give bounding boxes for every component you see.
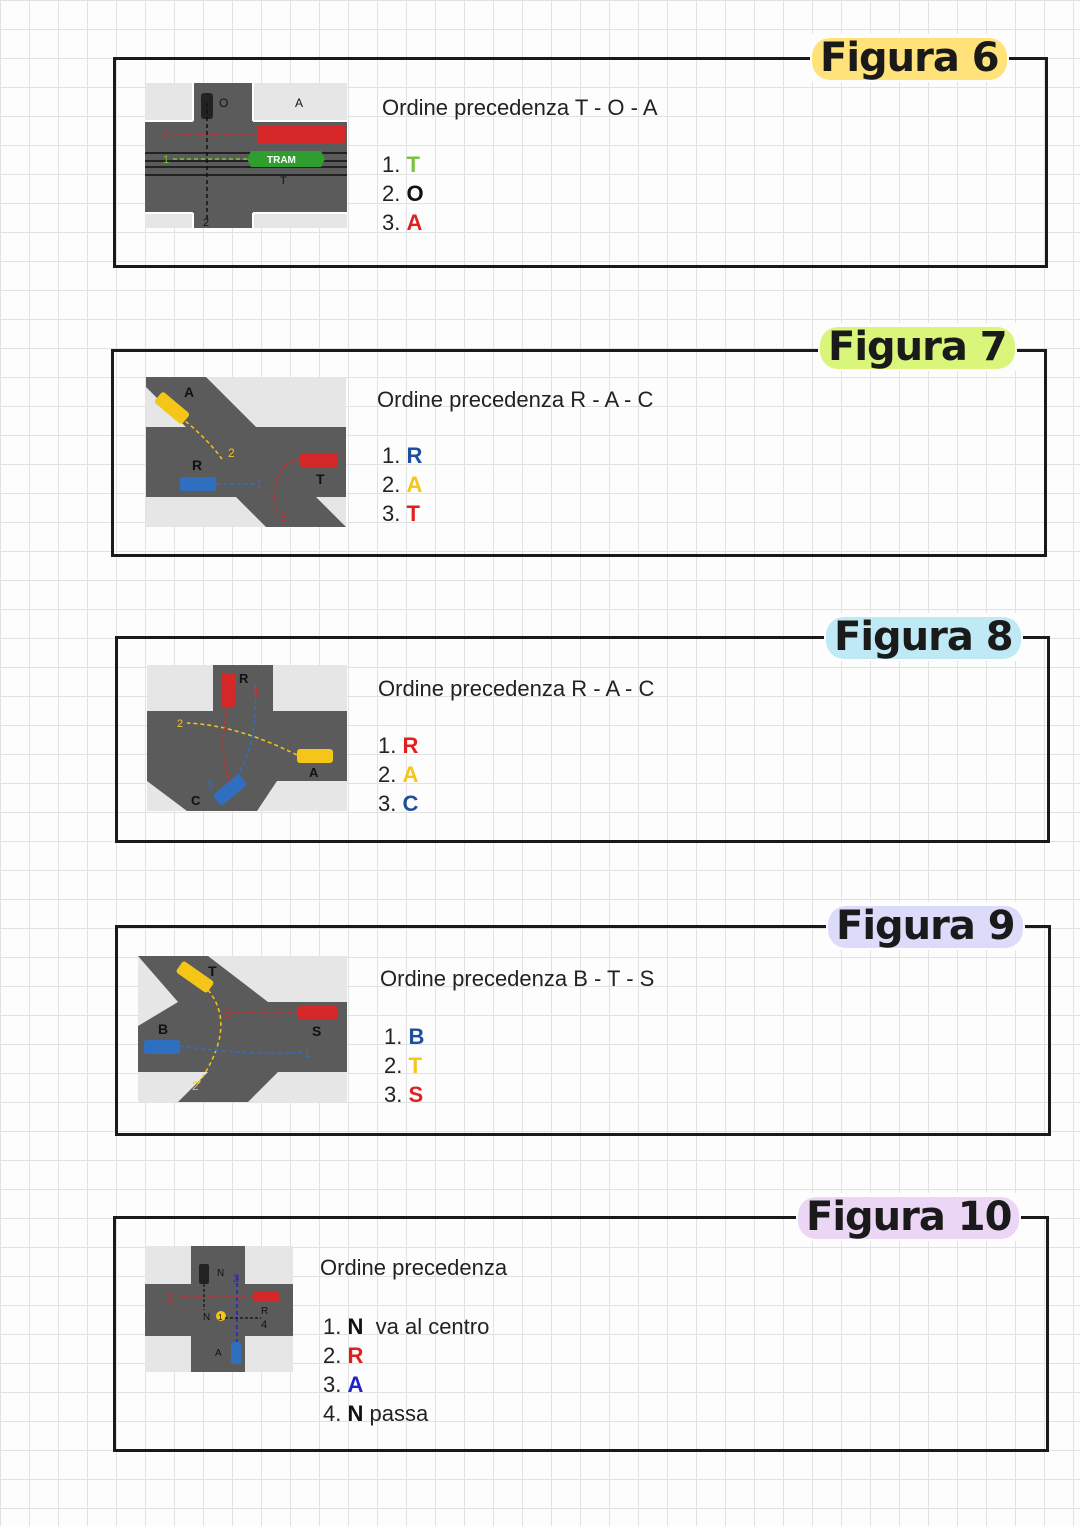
list-item: 2. A bbox=[378, 762, 419, 787]
figure-7-order: Ordine precedenza R - A - C bbox=[377, 387, 654, 412]
figure-7-box bbox=[111, 349, 1047, 557]
list-item: 3. C bbox=[378, 791, 419, 816]
list-item: 4. N passa bbox=[323, 1401, 429, 1426]
figure-6-title: Figura 6 bbox=[810, 34, 1009, 82]
diagram-label-tram: TRAM bbox=[267, 155, 296, 166]
diagram-label-r: R bbox=[261, 1306, 268, 1317]
list-item: 3. A bbox=[382, 210, 423, 235]
figure-6-highlight bbox=[812, 38, 1007, 80]
diagram-num-3: 3 bbox=[280, 510, 287, 524]
diagram-num-4: 4 bbox=[261, 1319, 267, 1331]
figure-10-box bbox=[113, 1216, 1049, 1452]
list-item: 1. R bbox=[382, 443, 423, 468]
figure-10-diagram: N N R A 1 2 3 4 bbox=[145, 1246, 293, 1372]
diagram-label-a: A bbox=[184, 384, 194, 400]
figure-9-order: Ordine precedenza B - T - S bbox=[380, 966, 655, 991]
diagram-num-2: 2 bbox=[228, 446, 235, 460]
diagram-label-r: R bbox=[192, 457, 202, 473]
list-item: 2. R bbox=[323, 1343, 364, 1368]
diagram-num-1: 1 bbox=[253, 686, 259, 698]
list-item: 1. B bbox=[384, 1024, 425, 1049]
diagram-label-r: R bbox=[239, 671, 249, 686]
diagram-num-2: 2 bbox=[167, 1292, 173, 1304]
list-item: 3. A bbox=[323, 1372, 364, 1397]
figure-6-box bbox=[113, 57, 1048, 268]
diagram-label-c: C bbox=[191, 793, 201, 808]
figure-10-highlight bbox=[798, 1197, 1020, 1239]
diagram-num-1: 1 bbox=[218, 1313, 223, 1322]
figure-8-order: Ordine precedenza R - A - C bbox=[378, 676, 655, 701]
diagram-label-t: T bbox=[280, 175, 287, 187]
diagram-num-3: 3 bbox=[207, 780, 213, 792]
figure-8-highlight bbox=[826, 617, 1021, 659]
list-item: 2. A bbox=[382, 472, 423, 497]
figure-8-box bbox=[115, 636, 1050, 843]
figure-7-list: 1. R 2. A 3. T bbox=[382, 441, 422, 528]
figure-9-title: Figura 9 bbox=[826, 902, 1025, 950]
figure-9-list: 1. B 2. T 3. S bbox=[384, 1022, 424, 1109]
figure-6-list: 1. T 2. O 3. A bbox=[382, 150, 424, 237]
diagram-label-t: T bbox=[316, 471, 325, 487]
figure-7-title: Figura 7 bbox=[818, 323, 1017, 371]
figure-8-title: Figura 8 bbox=[824, 613, 1023, 661]
diagram-num-3: 3 bbox=[163, 129, 169, 141]
diagram-num-1: 1 bbox=[163, 154, 169, 166]
diagram-label-n: N bbox=[217, 1268, 224, 1279]
diagram-num-3: 3 bbox=[224, 1006, 231, 1020]
figure-8-list: 1. R 2. A 3. C bbox=[378, 731, 418, 818]
figure-9-box bbox=[115, 925, 1051, 1136]
diagram-num-3: 3 bbox=[233, 1273, 239, 1285]
diagram-num-2: 2 bbox=[203, 217, 209, 228]
diagram-label-b: B bbox=[158, 1021, 168, 1037]
diagram-num-2: 2 bbox=[192, 1079, 199, 1093]
diagram-label-o: O bbox=[219, 96, 228, 110]
list-item: 3. S bbox=[384, 1082, 424, 1107]
diagram-label-s: S bbox=[312, 1023, 321, 1039]
figure-10-order: Ordine precedenza bbox=[320, 1255, 508, 1280]
diagram-label-t: T bbox=[208, 963, 217, 979]
figure-9-diagram: T B S 1 2 3 bbox=[138, 956, 347, 1102]
figure-7-highlight bbox=[820, 327, 1015, 369]
figure-6-diagram: O A TRAM T 1 2 3 bbox=[145, 83, 347, 228]
diagram-num-1: 1 bbox=[256, 477, 263, 491]
diagram-num-1: 1 bbox=[304, 1046, 311, 1060]
diagram-label-a: A bbox=[295, 96, 303, 110]
figure-10-list: 1. N va al centro 2. R 3. A 4. N passa bbox=[323, 1312, 489, 1428]
figure-6-order: Ordine precedenza T - O - A bbox=[382, 95, 658, 120]
list-item: 2. O bbox=[382, 181, 424, 206]
figure-7-diagram: A R T 1 2 3 bbox=[146, 377, 346, 527]
list-item: 1. T bbox=[382, 152, 420, 177]
list-item: 1. N va al centro bbox=[323, 1314, 490, 1339]
list-item: 1. R bbox=[378, 733, 419, 758]
list-item: 2. T bbox=[384, 1053, 422, 1078]
figure-9-highlight bbox=[828, 906, 1023, 948]
diagram-label-a: A bbox=[215, 1348, 222, 1359]
figure-8-diagram: R A C 1 2 3 bbox=[147, 665, 347, 811]
list-item: 3. T bbox=[382, 501, 420, 526]
diagram-label-n-small: N bbox=[203, 1312, 210, 1323]
diagram-label-a: A bbox=[309, 765, 319, 780]
diagram-num-2: 2 bbox=[177, 718, 183, 730]
figure-10-title: Figura 10 bbox=[796, 1193, 1022, 1241]
